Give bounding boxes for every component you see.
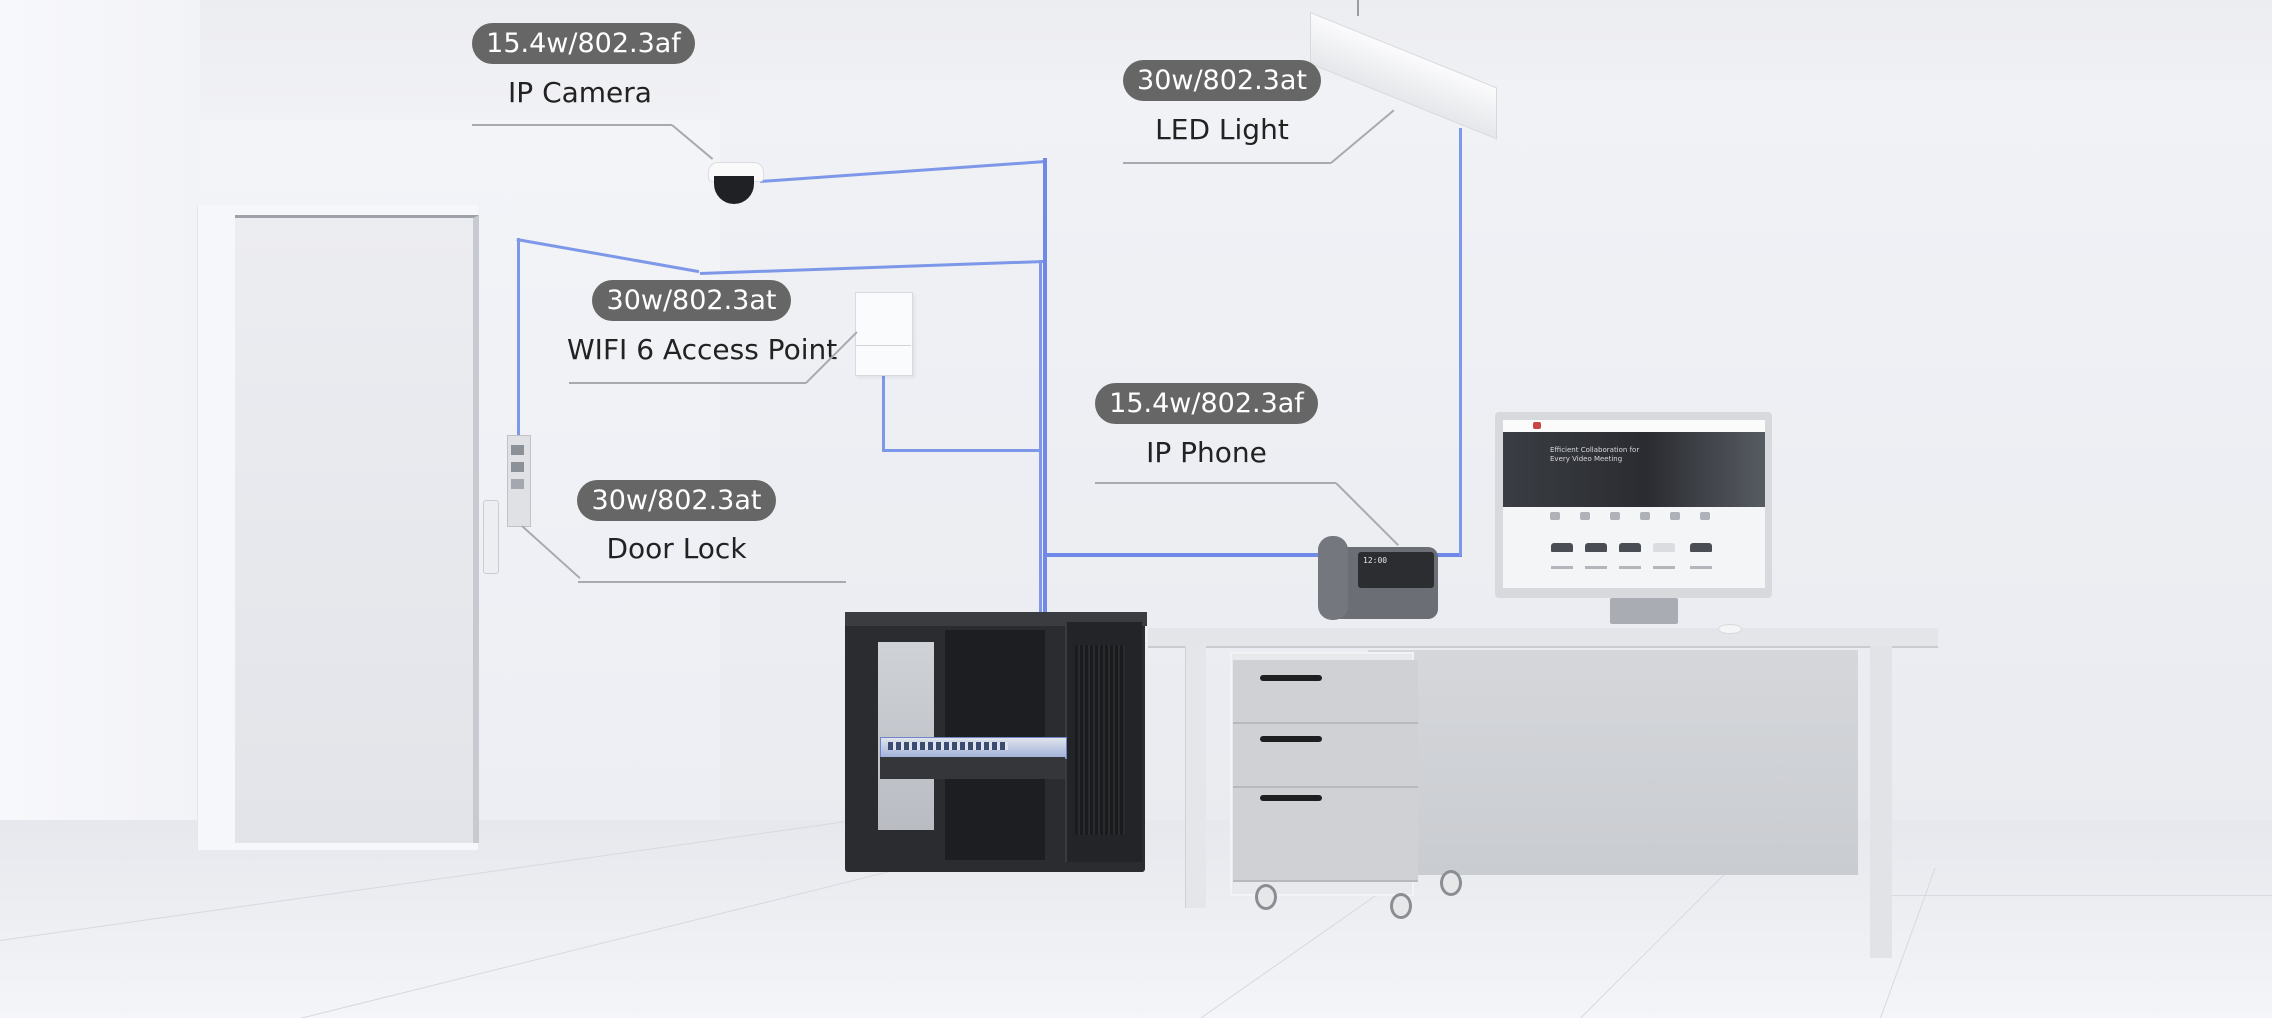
drawer-handle: [1260, 736, 1322, 742]
product-caption: [1653, 566, 1675, 569]
brand-logo-icon: [1533, 422, 1541, 429]
product-thumb: [1585, 543, 1607, 552]
product-thumb: [1619, 543, 1641, 552]
product-caption: [1619, 566, 1641, 569]
drawer: [1233, 724, 1418, 788]
led-light-power-badge: 30w/802.3at: [1123, 60, 1321, 101]
floor-tile-line: [1890, 895, 2272, 896]
category-icon: [1610, 512, 1620, 520]
drawer-handle: [1260, 795, 1322, 801]
left-wall: [0, 0, 200, 900]
category-icon: [1670, 512, 1680, 520]
rack-door-mesh: [1075, 645, 1125, 835]
door-lock-key: [511, 445, 524, 455]
door-lock-power-badge: 30w/802.3at: [577, 480, 776, 521]
led-light-label: LED Light: [1155, 113, 1289, 146]
phone-screen: [1358, 552, 1434, 588]
drawer-handle: [1260, 675, 1322, 681]
hero-text: Efficient Collaboration for Every Video …: [1550, 446, 1640, 463]
category-icon: [1580, 512, 1590, 520]
door-lock-leader-line: [578, 581, 846, 583]
cable-led-light: [1459, 128, 1462, 556]
caster-wheel: [1255, 884, 1277, 910]
ceiling-wire: [1357, 0, 1359, 16]
product-caption: [1585, 566, 1607, 569]
wifi-ap-leader-line: [569, 382, 806, 384]
ip-phone-power-badge: 15.4w/802.3af: [1095, 383, 1318, 424]
website-hero: [1503, 432, 1765, 507]
ip-camera-leader-line: [472, 124, 672, 126]
drawer: [1233, 660, 1418, 724]
cable-led-light: [1047, 553, 1462, 557]
door-opening: [235, 215, 479, 843]
category-icon: [1700, 512, 1710, 520]
product-caption: [1690, 566, 1712, 569]
rack-shelf: [880, 757, 1065, 779]
monitor-stand: [1610, 598, 1678, 624]
product-caption: [1551, 566, 1573, 569]
wifi-ap-label: WIFI 6 Access Point: [567, 333, 838, 366]
category-icon: [1550, 512, 1560, 520]
ip-phone-label: IP Phone: [1146, 436, 1267, 469]
phone-handset: [1318, 536, 1348, 620]
desk-leg: [1870, 646, 1892, 958]
cable-trunk: [1043, 158, 1047, 613]
ip-camera-label: IP Camera: [508, 76, 652, 109]
cable-door-lock: [517, 238, 520, 438]
cable-trunk: [1039, 260, 1042, 612]
caster-wheel: [1440, 870, 1462, 896]
desk-leg: [1185, 646, 1206, 908]
phone-time: 12:00: [1363, 556, 1388, 565]
door-handle: [483, 500, 499, 574]
access-point-icon: [855, 292, 913, 376]
ip-phone-leader-line: [1095, 482, 1336, 484]
switch-ports: [888, 742, 1008, 750]
product-thumb: [1653, 543, 1675, 552]
drawer: [1233, 788, 1418, 882]
wifi-ap-power-badge: 30w/802.3at: [592, 280, 791, 321]
caster-wheel: [1390, 893, 1412, 919]
product-thumb: [1551, 543, 1573, 552]
product-thumb: [1690, 543, 1712, 552]
ip-camera-power-badge: 15.4w/802.3af: [472, 23, 695, 64]
door-lock-key: [511, 462, 524, 472]
led-light-leader-line: [1123, 162, 1331, 164]
desk-top: [1148, 628, 1938, 648]
desk-modesty-panel: [1368, 650, 1858, 875]
cable-access-point: [882, 449, 1042, 452]
door-lock-key: [511, 479, 524, 489]
cable-access-point: [882, 374, 885, 452]
category-icon: [1640, 512, 1650, 520]
door-lock-label: Door Lock: [606, 532, 747, 565]
access-point-seam: [856, 345, 911, 346]
rack-side-panel: [878, 642, 934, 830]
mouse: [1718, 624, 1742, 634]
